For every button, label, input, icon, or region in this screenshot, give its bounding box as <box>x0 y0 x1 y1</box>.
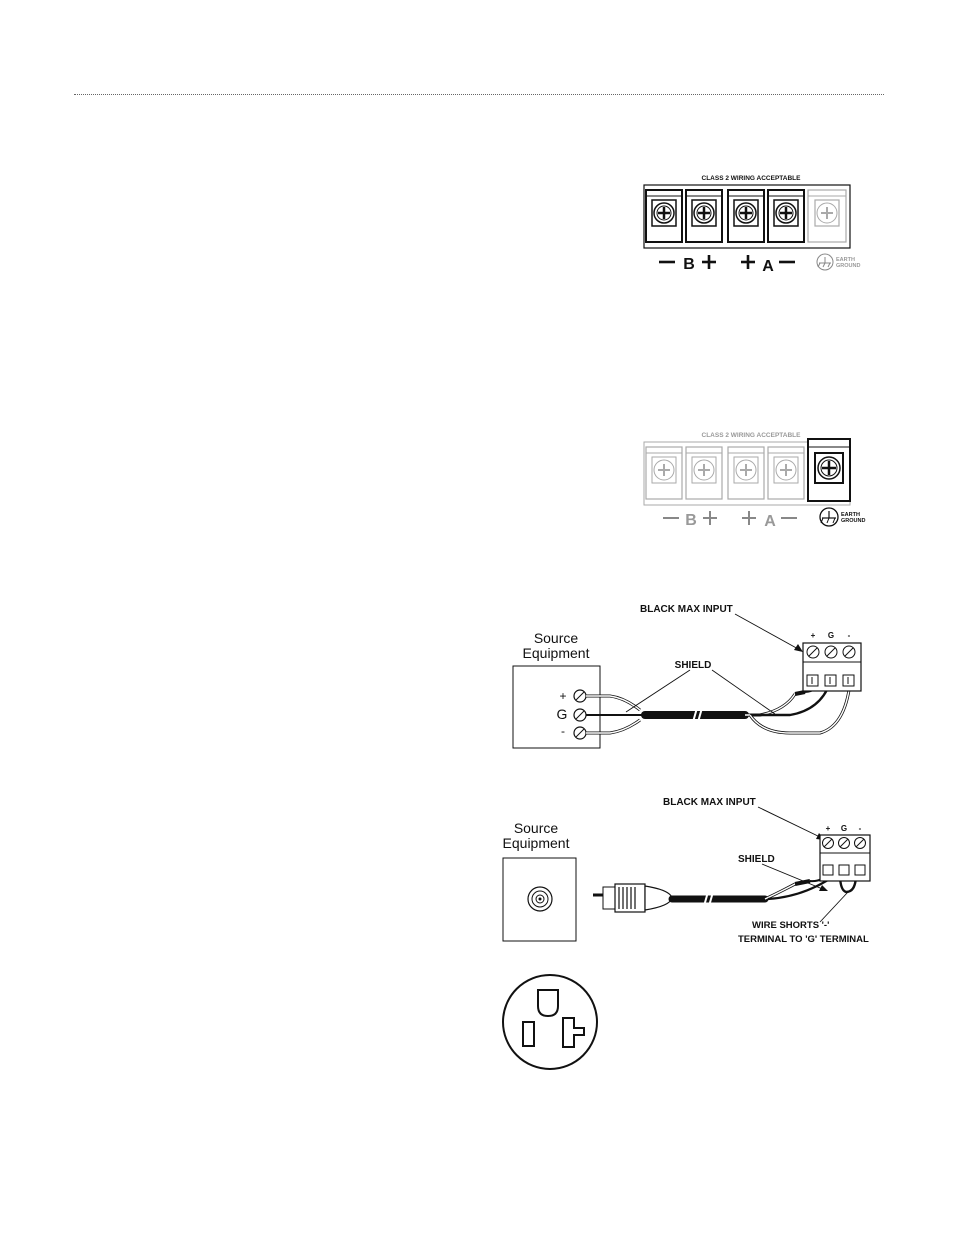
minus-label: - <box>561 724 565 738</box>
black-max-input-label: BLACK MAX INPUT <box>640 604 733 615</box>
class2-header: CLASS 2 WIRING ACCEPTABLE <box>702 432 802 439</box>
ground-label: GROUND <box>841 518 865 524</box>
source-equipment-label-2: Equipment <box>503 835 570 851</box>
terminal-screws <box>646 190 846 242</box>
term-minus: - <box>859 824 862 833</box>
header-rule <box>74 94 884 95</box>
shield-leaders <box>626 670 775 714</box>
label-a: A <box>762 258 774 275</box>
balanced-wiring-diagram: Source Equipment + G - SHIELD <box>500 598 890 758</box>
term-plus: + <box>811 631 816 640</box>
wire-short-note-1: WIRE SHORTS '-' <box>752 920 829 931</box>
ground-label: GROUND <box>836 263 860 269</box>
input-connector: + G - <box>803 631 861 691</box>
earth-ground-icon <box>820 508 838 526</box>
label-b: B <box>685 512 697 529</box>
power-outlet-icon <box>500 972 600 1072</box>
class2-header: CLASS 2 WIRING ACCEPTABLE <box>702 175 802 182</box>
label-b: B <box>683 256 695 273</box>
plus-label: + <box>559 689 566 703</box>
wire-short-note-2: TERMINAL TO 'G' TERMINAL <box>738 934 869 945</box>
source-equipment-label-1: Source <box>514 820 559 836</box>
term-g: G <box>841 824 847 833</box>
source-equipment-label-1: Source <box>534 630 579 646</box>
source-screws <box>574 690 586 739</box>
black-max-input-label: BLACK MAX INPUT <box>663 797 756 808</box>
label-a: A <box>764 513 776 530</box>
terminal-screws <box>646 439 850 501</box>
earth-ground-icon <box>817 254 833 270</box>
ground-label: G <box>557 706 568 722</box>
term-minus: - <box>848 631 851 640</box>
rca-plug-icon <box>593 884 672 912</box>
terminal-block-diagram-ground: CLASS 2 WIRING ACCEPTABLE <box>630 425 880 535</box>
source-equipment-label-2: Equipment <box>523 645 590 661</box>
term-plus: + <box>826 824 831 833</box>
unbalanced-wiring-diagram: Source Equipment SHIELD <box>500 792 890 952</box>
shield-label: SHIELD <box>675 660 712 671</box>
shield-label: SHIELD <box>738 854 775 865</box>
term-g: G <box>828 631 834 640</box>
input-connector: + G - <box>820 824 870 881</box>
terminal-block-diagram-speaker: CLASS 2 WIRING ACCEPTABLE <box>630 168 880 278</box>
rca-jack-icon <box>528 887 552 911</box>
